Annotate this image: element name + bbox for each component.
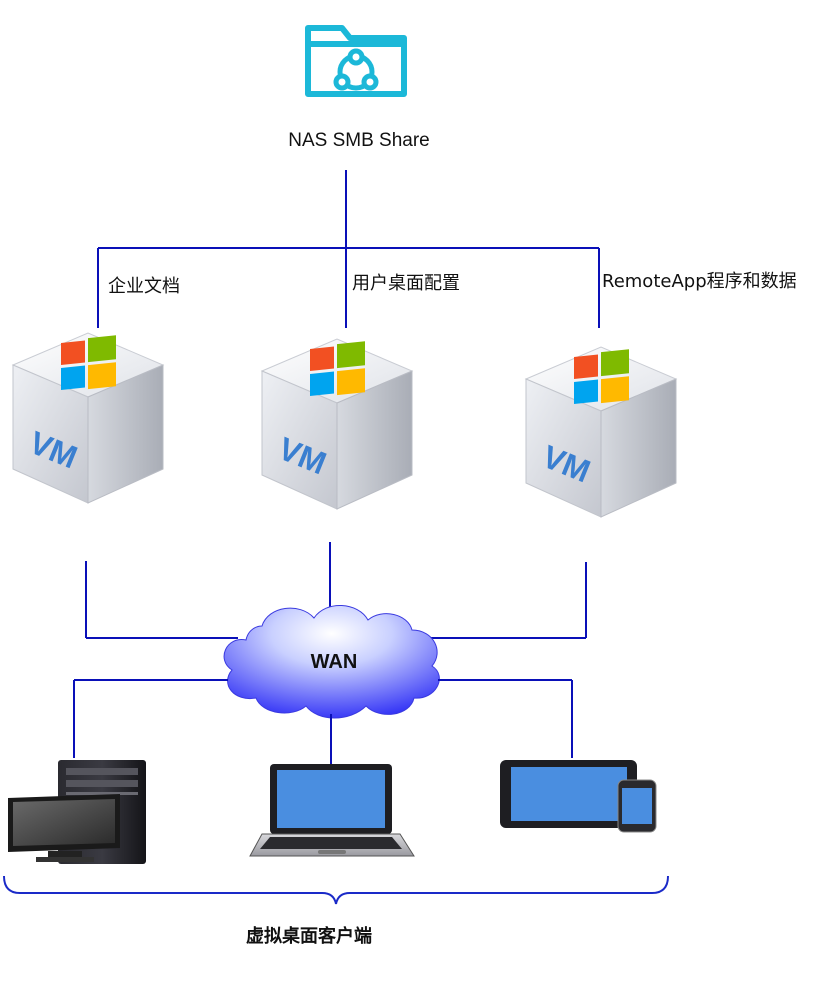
laptop-icon bbox=[249, 764, 415, 857]
share-label-docs: 企业文档 bbox=[108, 276, 180, 297]
share-label: NAS SMB Share bbox=[288, 130, 430, 151]
vm-cube-icon bbox=[12, 332, 164, 504]
clients-brace bbox=[3, 875, 669, 905]
tablet-phone-icon bbox=[500, 760, 657, 833]
cloud-icon bbox=[223, 605, 440, 719]
folder-share-icon bbox=[305, 25, 407, 97]
wan-client-connectors bbox=[73, 679, 573, 766]
vm-cube-icon bbox=[525, 346, 677, 518]
clients-label: 虚拟桌面客户端 bbox=[246, 926, 372, 947]
share-label-profile: 用户桌面配置 bbox=[352, 273, 460, 294]
vm-cube-icon bbox=[261, 338, 413, 510]
share-connectors bbox=[97, 170, 600, 328]
wan-label: WAN bbox=[310, 651, 358, 673]
share-label-remoteapp: RemoteApp程序和数据 bbox=[602, 271, 797, 292]
desktop-pc-icon bbox=[8, 760, 146, 864]
